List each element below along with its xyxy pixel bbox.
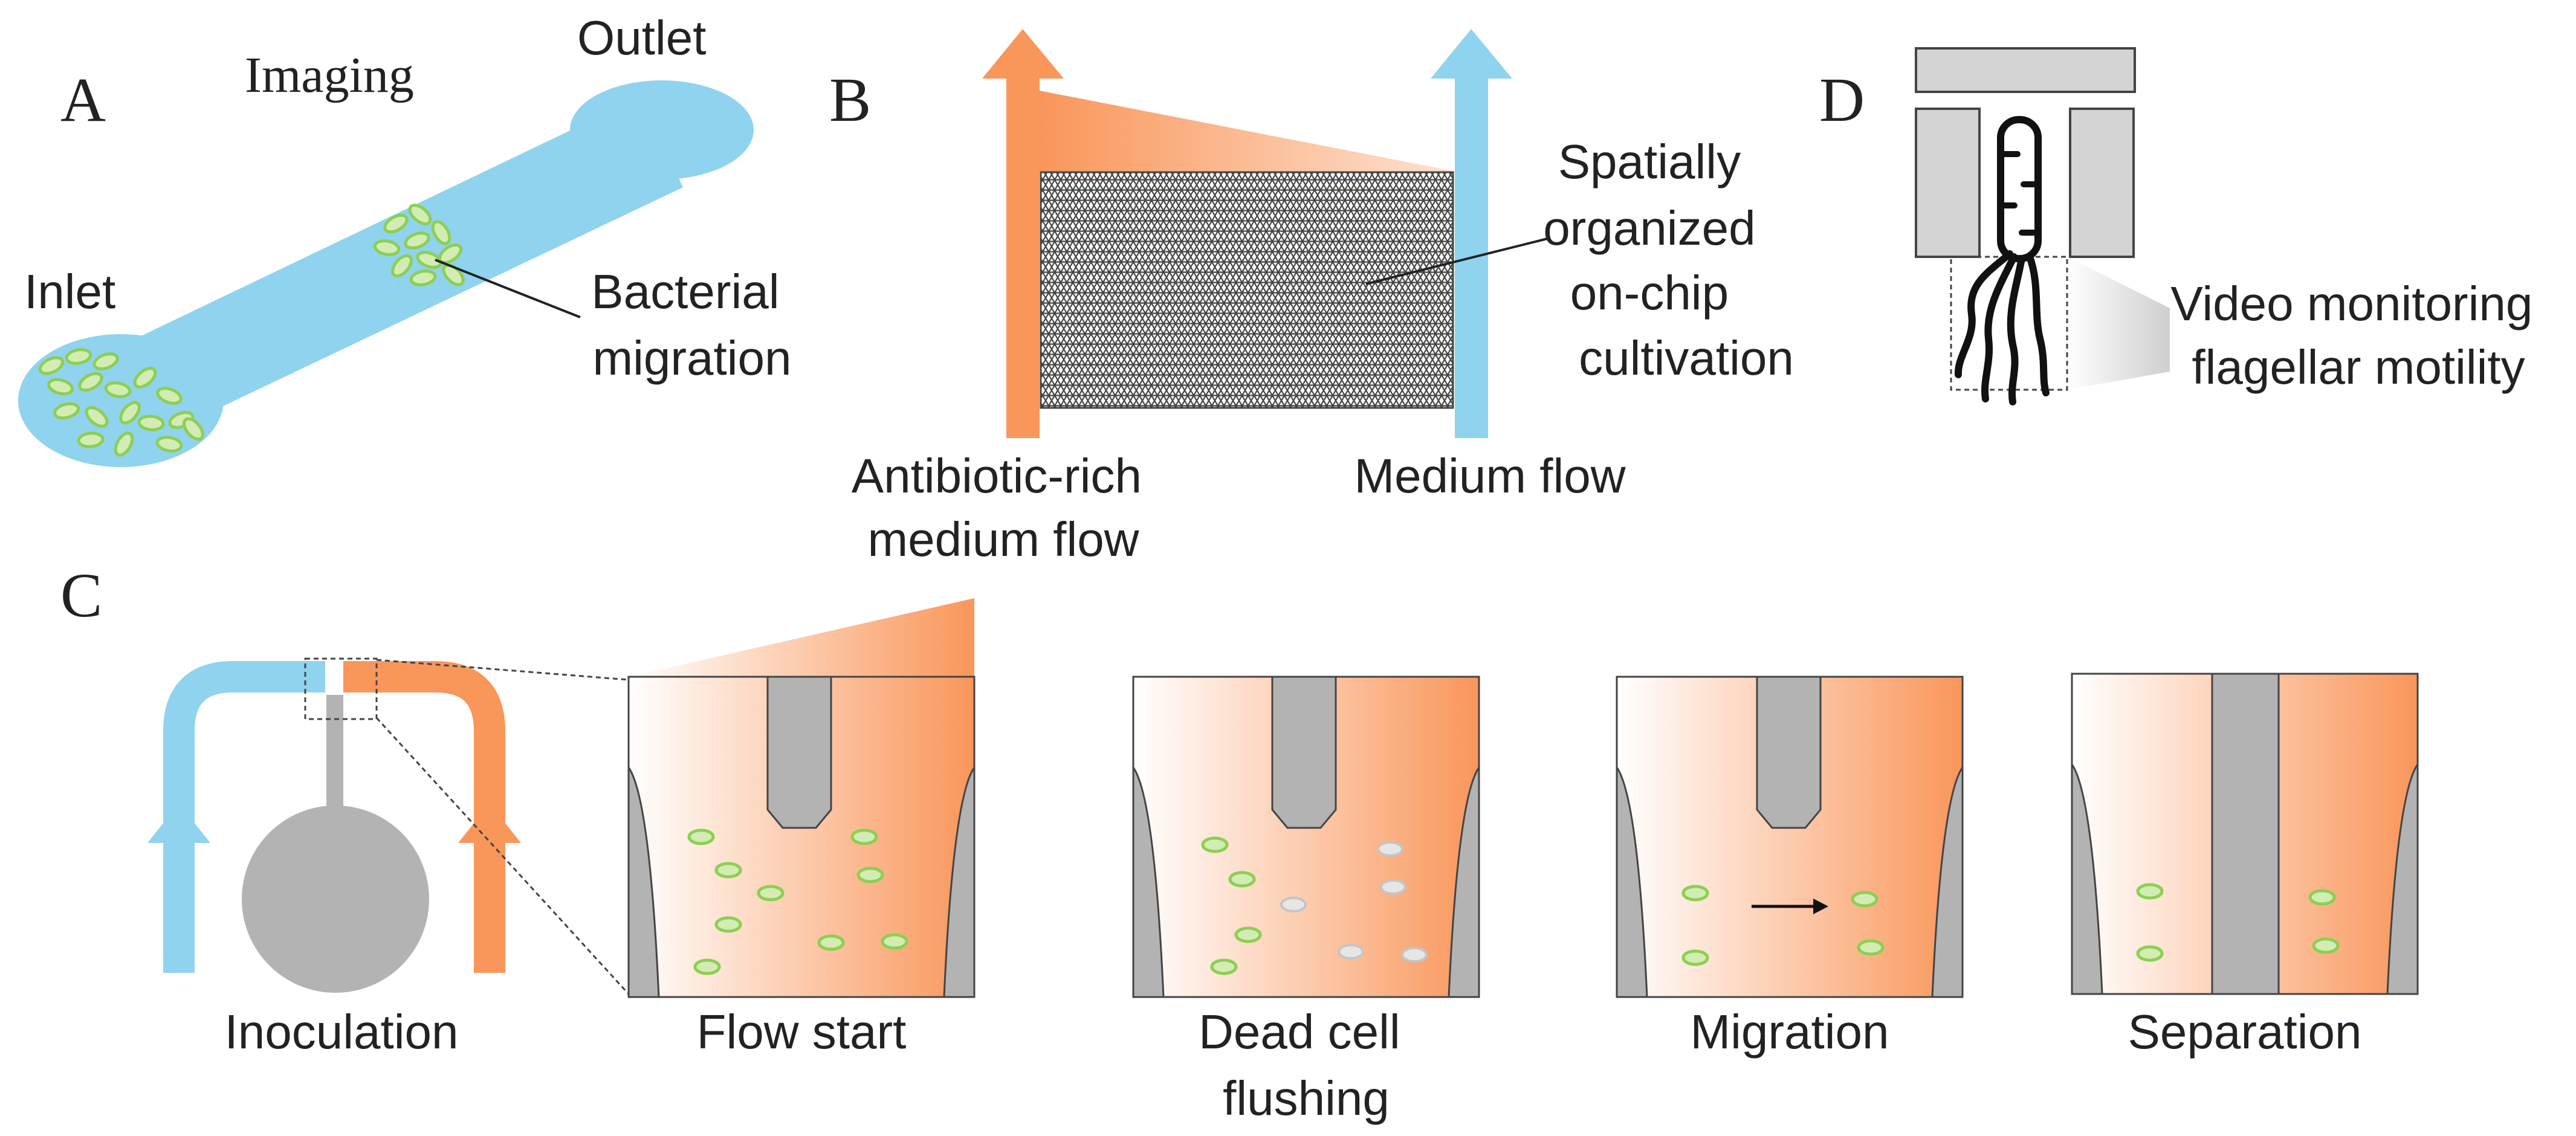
panel-d: D Video monitoring flagellar motility	[1819, 47, 2546, 405]
outlet-label: Outlet	[577, 11, 706, 65]
cultivation-label: Spatially organized on-chip cultivation	[1543, 135, 1794, 385]
panel-a: A Imaging Outlet Inlet Bacterial migrati…	[18, 11, 792, 467]
cultivation-chamber	[1040, 171, 1454, 409]
flow-start-label: Flow start	[697, 1005, 907, 1059]
trap-right-block	[2069, 108, 2135, 258]
panel-b: B Spatially organized on-chip cultivatio…	[829, 29, 1794, 566]
medium-flow-label: Medium flow	[1354, 449, 1625, 503]
cultivation-pointer	[1365, 237, 1548, 285]
migration-box	[1616, 676, 1964, 998]
antibiotic-flow-label: Antibiotic-rich medium flow	[852, 449, 1155, 566]
panel-c: C Inoculation	[60, 561, 2419, 1125]
dead-cell-flushing-box	[1132, 676, 1480, 998]
antibiotic-flow-arrow	[982, 29, 1064, 438]
video-cone	[2067, 257, 2170, 390]
flow-start-box	[627, 598, 976, 998]
panel-b-letter: B	[829, 65, 871, 135]
bacterial-migration-pointer	[435, 259, 581, 318]
medium-flow-arrow	[1431, 29, 1512, 438]
trap-left-block	[1915, 108, 1981, 258]
separation-box	[2071, 673, 2419, 995]
dead-cell-flushing-label: Dead cell flushing	[1199, 1005, 1414, 1125]
panel-c-letter: C	[60, 561, 102, 630]
inlet-label: Inlet	[24, 265, 115, 318]
trap-top-block	[1915, 47, 2136, 93]
bacterium-icon	[1954, 116, 2050, 405]
inoculation-label: Inoculation	[225, 1005, 459, 1059]
antibiotic-gradient-wedge	[1040, 91, 1460, 172]
video-monitoring-label: Video monitoring flagellar motility	[2170, 277, 2546, 394]
panel-d-letter: D	[1819, 65, 1865, 135]
migration-label: Migration	[1690, 1005, 1889, 1059]
separation-label: Separation	[2128, 1005, 2362, 1059]
imaging-label: Imaging	[245, 47, 414, 103]
panel-a-letter: A	[60, 65, 106, 135]
bacterial-migration-label: Bacterial migration	[591, 265, 792, 385]
inoculation-device	[147, 657, 630, 995]
